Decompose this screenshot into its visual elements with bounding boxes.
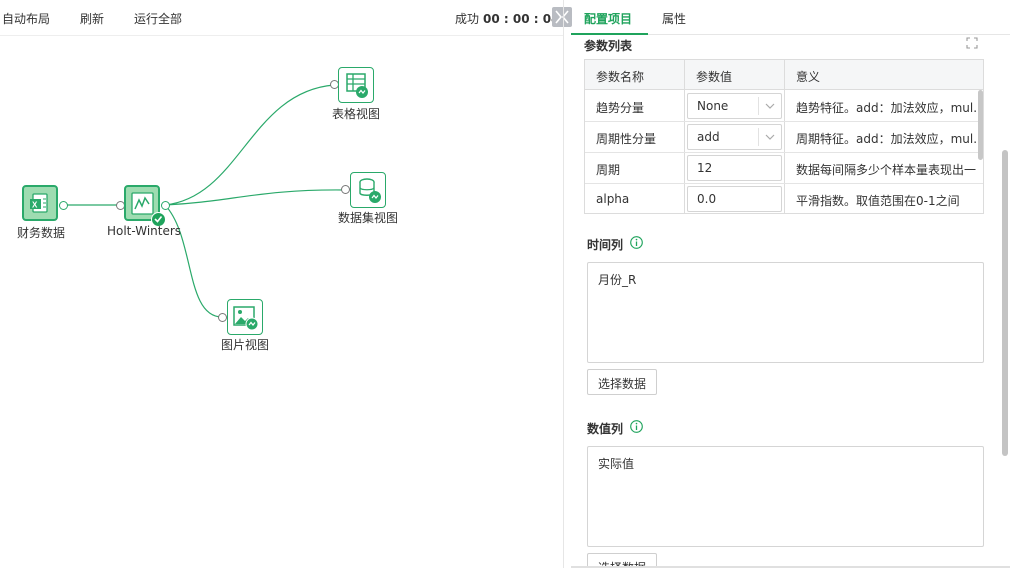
header-meaning: 意义 <box>796 70 821 84</box>
output-port[interactable] <box>161 201 170 210</box>
value-col-title: 数值列 <box>587 422 624 436</box>
panel-bottom-border <box>571 566 1010 568</box>
alpha-input[interactable]: 0.0 <box>687 186 782 212</box>
trend-select-value: None <box>697 99 729 113</box>
param-table: 参数名称 参数值 意义 趋势分量 None 趋势特征。add：加法效应，mul.… <box>584 59 984 214</box>
status-time: 00 : 00 : 04 <box>483 12 560 26</box>
image-view-icon <box>233 306 259 331</box>
chevron-down-icon <box>765 103 775 109</box>
svg-text:X: X <box>32 201 38 210</box>
fullscreen-icon[interactable] <box>966 37 978 49</box>
node-label-table-view: 表格视图 <box>331 107 381 121</box>
meaning-period: 数据每间隔多少个样本量表现出一 <box>796 163 977 177</box>
period-input-value: 12 <box>697 161 713 175</box>
alpha-input-value: 0.0 <box>697 192 717 206</box>
row-divider <box>585 152 983 153</box>
param-name-seasonal: 周期性分量 <box>596 132 657 146</box>
value-col-field[interactable]: 实际值 <box>587 446 984 547</box>
col-divider <box>684 60 685 213</box>
node-image-view[interactable] <box>227 299 263 335</box>
edge-holt-dataset <box>164 189 346 206</box>
status-label: 成功 <box>455 12 480 26</box>
header-param-value: 参数值 <box>696 70 733 84</box>
edge-holt-table <box>164 84 335 206</box>
line-chart-icon <box>131 192 154 215</box>
run-all-button[interactable]: 运行全部 <box>134 12 183 26</box>
edge-holt-image <box>164 204 223 318</box>
node-table-view[interactable] <box>338 67 374 103</box>
info-icon[interactable] <box>630 236 643 249</box>
output-port[interactable] <box>59 201 68 210</box>
auto-layout-button[interactable]: 自动布局 <box>2 12 51 26</box>
chevron-down-icon <box>765 134 775 140</box>
panel-scrollbar[interactable] <box>1002 150 1008 456</box>
select-separator <box>758 128 759 146</box>
node-label-image-view: 图片视图 <box>220 338 270 352</box>
time-col-value: 月份_R <box>598 273 637 287</box>
row-divider <box>585 121 983 122</box>
dataset-view-icon <box>359 178 381 203</box>
collapse-panel-button[interactable] <box>552 7 572 27</box>
info-icon[interactable] <box>630 420 643 433</box>
panel-divider[interactable] <box>563 0 564 568</box>
table-view-icon <box>346 73 368 98</box>
param-name-trend: 趋势分量 <box>596 101 645 115</box>
node-label-finance: 财务数据 <box>16 226 66 240</box>
meaning-seasonal: 周期特征。add：加法效应，mul... <box>796 132 977 146</box>
active-tab-indicator <box>571 33 648 35</box>
collapse-arrows-icon <box>555 10 569 24</box>
seasonal-select-value: add <box>697 130 720 144</box>
meaning-alpha: 平滑指数。取值范围在0-1之间 <box>796 194 960 208</box>
param-name-period: 周期 <box>596 163 621 177</box>
flow-canvas[interactable]: X 财务数据 Holt-Winters <box>0 37 563 568</box>
time-col-select-button[interactable]: 选择数据 <box>587 369 658 395</box>
refresh-button[interactable]: 刷新 <box>80 12 105 26</box>
success-check-icon <box>151 212 166 227</box>
excel-icon: X <box>30 193 48 213</box>
value-col-select-button[interactable]: 选择数据 <box>587 553 658 568</box>
time-col-field[interactable]: 月份_R <box>587 262 984 363</box>
panel-tabs: 配置项目 属性 <box>571 0 1010 35</box>
seasonal-select[interactable]: add <box>687 124 782 150</box>
trend-select[interactable]: None <box>687 93 782 119</box>
header-param-name: 参数名称 <box>596 70 645 84</box>
value-col-value: 实际值 <box>598 457 635 471</box>
node-label-dataset-view: 数据集视图 <box>337 211 399 225</box>
col-divider <box>784 60 785 213</box>
tab-properties[interactable]: 属性 <box>662 12 687 26</box>
node-label-holt: Holt-Winters <box>106 224 182 238</box>
row-divider <box>585 183 983 184</box>
flow-edges <box>63 84 346 318</box>
select-separator <box>758 97 759 115</box>
tab-config[interactable]: 配置项目 <box>584 12 633 26</box>
node-finance-data[interactable]: X <box>22 185 58 221</box>
param-name-alpha: alpha <box>596 192 630 206</box>
param-list-title: 参数列表 <box>584 39 633 53</box>
node-dataset-view[interactable] <box>350 172 386 208</box>
input-port[interactable] <box>218 313 227 322</box>
input-port[interactable] <box>341 185 350 194</box>
table-scrollbar[interactable] <box>978 90 983 160</box>
time-col-title: 时间列 <box>587 238 624 252</box>
meaning-trend: 趋势特征。add：加法效应，mul... <box>796 101 977 115</box>
period-input[interactable]: 12 <box>687 155 782 181</box>
